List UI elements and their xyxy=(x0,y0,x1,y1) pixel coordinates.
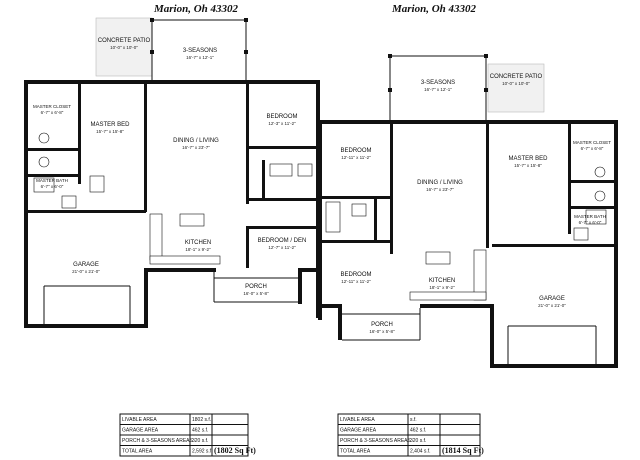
left-concrete-patio-dim: 10'-0" x 10'-0" xyxy=(110,45,138,50)
right-concrete-patio-dim: 10'-0" x 10'-0" xyxy=(502,81,530,86)
right-bedroom-bottom-label: BEDROOM xyxy=(340,272,371,278)
right-master-bed-dim: 15'-7" x 15'-8" xyxy=(514,163,542,168)
left-master-bed-label: MASTER BED xyxy=(90,122,130,128)
left-concrete-patio-area xyxy=(95,17,153,77)
right-kitchen-dim: 18'-1" x 9'-2" xyxy=(429,285,455,290)
right-garage-label: GARAGE xyxy=(539,296,565,302)
right-three-seasons-dim: 16'-7" x 12'-1" xyxy=(424,87,452,92)
area-table-right: LIVABLE AREA s.f. GARAGE AREA 462 s.f. P… xyxy=(337,413,484,457)
left-table-row-value: 462 s.f. xyxy=(192,428,208,434)
left-three-seasons-dim: 16'-7" x 12'-1" xyxy=(186,55,214,60)
right-table-row-label: TOTAL AREA xyxy=(340,449,371,455)
left-bedroom-den-dim: 12'-7" x 11'-2" xyxy=(268,245,296,250)
left-table-row-label: GARAGE AREA xyxy=(122,428,159,434)
left-table-row-value: 2,592 s.f. xyxy=(192,449,213,455)
left-location-title: Marion, Oh 43302 xyxy=(153,3,239,15)
right-master-bath-dim: 6'-7" x 6'-0" xyxy=(579,220,602,225)
right-location-title: Marion, Oh 43302 xyxy=(391,3,477,15)
left-master-bath-dim: 6'-7" x 6'-0" xyxy=(41,184,64,189)
right-table-row-value: 462 s.f. xyxy=(410,428,426,434)
right-dining-living-dim: 16'-7" x 23'-7" xyxy=(426,187,454,192)
right-master-bath-label: MASTER BATH xyxy=(574,214,606,219)
right-table-highlight: (1814 Sq Ft) xyxy=(442,446,484,455)
right-porch-label: PORCH xyxy=(371,322,393,328)
left-master-bath-label: MASTER BATH xyxy=(36,178,68,183)
right-dining-living-label: DINING / LIVING xyxy=(417,180,463,186)
left-table-row-label: TOTAL AREA xyxy=(122,449,153,455)
right-table-row-value: 2,404 s.f. xyxy=(410,449,431,455)
right-master-closet-dim: 6'-7" x 6'-8" xyxy=(581,146,604,151)
left-bedroom-label: BEDROOM xyxy=(266,114,297,120)
right-table-row-value: 320 s.f. xyxy=(410,438,426,444)
left-concrete-patio-label: CONCRETE PATIO xyxy=(98,38,151,44)
left-table-highlight: (1802 Sq Ft) xyxy=(214,446,256,455)
right-master-bed-label: MASTER BED xyxy=(508,156,548,162)
right-bedroom-top-label: BEDROOM xyxy=(340,148,371,154)
left-master-bed-dim: 15'-7" x 15'-8" xyxy=(96,129,124,134)
left-porch-label: PORCH xyxy=(245,284,267,290)
right-porch-dim: 16'-0" x 5'-8" xyxy=(369,329,395,334)
left-three-seasons-label: 3-SEASONS xyxy=(183,48,217,54)
right-kitchen-label: KITCHEN xyxy=(429,278,455,284)
right-concrete-patio-label: CONCRETE PATIO xyxy=(490,74,543,80)
right-unit: 3-SEASONS 16'-7" x 12'-1" CONCRETE PATIO… xyxy=(318,54,618,368)
left-master-closet-dim: 6'-7" x 6'-8" xyxy=(41,110,64,115)
left-table-row-value: 1802 s.f. xyxy=(192,417,211,423)
left-dining-living-label: DINING / LIVING xyxy=(173,138,219,144)
left-unit: CONCRETE PATIO 10'-0" x 10'-0" 3-SEASONS… xyxy=(24,17,320,328)
right-garage-dim: 21'-0" x 21'-0" xyxy=(538,303,566,308)
left-kitchen-dim: 18'-1" x 9'-2" xyxy=(185,247,211,252)
right-table-row-value: s.f. xyxy=(410,417,417,423)
left-porch-dim: 16'-0" x 5'-8" xyxy=(243,291,269,296)
right-three-seasons-label: 3-SEASONS xyxy=(421,80,455,86)
left-dining-living-dim: 16'-7" x 23'-7" xyxy=(182,145,210,150)
left-garage-label: GARAGE xyxy=(73,262,99,268)
right-table-row-label: GARAGE AREA xyxy=(340,428,377,434)
right-concrete-patio-area xyxy=(487,63,545,113)
left-kitchen-label: KITCHEN xyxy=(185,240,211,246)
left-table-row-label: PORCH & 3-SEASONS AREAS xyxy=(122,438,194,444)
right-table-row-label: LIVABLE AREA xyxy=(340,417,375,423)
right-table-row-label: PORCH & 3-SEASONS AREAS xyxy=(340,438,412,444)
left-bedroom-dim: 12'-3" x 11'-2" xyxy=(268,121,296,126)
left-table-row-label: LIVABLE AREA xyxy=(122,417,157,423)
left-master-closet-label: MASTER CLOSET xyxy=(33,104,71,109)
left-table-row-value: 320 s.f. xyxy=(192,438,208,444)
left-bedroom-den-label: BEDROOM / DEN xyxy=(258,238,307,244)
right-bedroom-top-dim: 12'-11" x 11'-2" xyxy=(341,155,371,160)
right-bedroom-bottom-dim: 12'-11" x 11'-2" xyxy=(341,279,371,284)
left-garage-dim: 21'-0" x 21'-0" xyxy=(72,269,100,274)
area-table-left: LIVABLE AREA 1802 s.f. GARAGE AREA 462 s… xyxy=(119,413,256,457)
right-master-closet-label: MASTER CLOSET xyxy=(573,140,611,145)
